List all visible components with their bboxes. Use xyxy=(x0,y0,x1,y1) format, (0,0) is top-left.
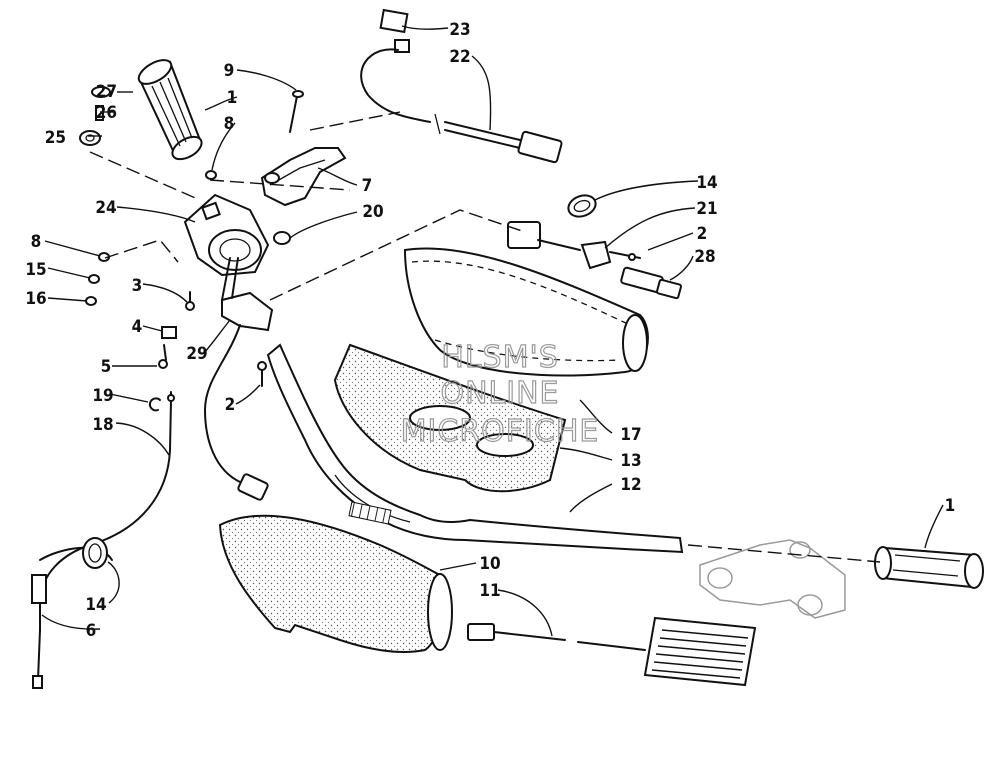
clip-part xyxy=(273,231,291,245)
callout-16: 16 xyxy=(25,289,46,309)
callout-28: 28 xyxy=(694,247,715,267)
cable-clamp-right-part xyxy=(567,194,597,218)
callout-11: 11 xyxy=(479,581,500,601)
screw-near-switch-part xyxy=(257,361,267,387)
callout-1-right: 1 xyxy=(945,496,956,516)
callout-27: 27 xyxy=(96,82,117,102)
callout-15: 15 xyxy=(25,260,46,280)
cap-screw-washer-parts xyxy=(79,86,111,146)
callout-4: 4 xyxy=(132,317,143,337)
callout-24: 24 xyxy=(95,198,116,218)
callout-20: 20 xyxy=(362,202,383,222)
callout-21: 21 xyxy=(696,199,717,219)
handlebar-pad-part xyxy=(403,247,649,377)
callout-labels: 27 26 25 1 9 8 7 20 24 8 15 16 3 4 5 29 … xyxy=(25,20,955,641)
watermark-line-1: HLSM'S xyxy=(441,340,559,375)
handlebar-part xyxy=(266,343,684,554)
washers-left-parts xyxy=(85,170,217,306)
callout-13: 13 xyxy=(620,451,641,471)
screw-clip-parts xyxy=(158,291,195,369)
bolt-part xyxy=(289,90,304,133)
callout-26: 26 xyxy=(96,103,117,123)
throttle-lever-part xyxy=(260,147,347,207)
callout-12: 12 xyxy=(620,475,641,495)
watermark: HLSM'S ONLINE MICROFICHE xyxy=(400,339,600,449)
ghost-control-housing xyxy=(699,539,846,619)
callout-22: 22 xyxy=(449,47,470,67)
left-grip-part xyxy=(137,59,203,161)
watermark-line-2: ONLINE xyxy=(440,376,559,411)
lower-pad-part xyxy=(218,514,453,653)
callout-23: 23 xyxy=(449,20,470,40)
throttle-housing-part xyxy=(183,193,270,277)
callout-19: 19 xyxy=(92,386,113,406)
cable-clamp-left-part xyxy=(82,537,108,569)
callout-3: 3 xyxy=(132,276,143,296)
callout-25: 25 xyxy=(45,128,66,148)
callout-5: 5 xyxy=(101,357,112,377)
callout-18: 18 xyxy=(92,415,113,435)
callout-2-left: 2 xyxy=(225,395,236,415)
callout-10: 10 xyxy=(479,554,500,574)
right-grip-part xyxy=(874,546,984,589)
heater-element-part xyxy=(467,616,757,687)
callout-6: 6 xyxy=(86,621,97,641)
callout-2-right: 2 xyxy=(697,224,708,244)
callout-8-top: 8 xyxy=(224,114,235,134)
callout-1-left: 1 xyxy=(227,88,238,108)
callout-7: 7 xyxy=(362,176,373,196)
construction-lines xyxy=(89,111,881,563)
e-clip-part xyxy=(148,397,161,412)
callout-9: 9 xyxy=(224,61,235,81)
callout-14-left: 14 xyxy=(85,595,106,615)
callout-17: 17 xyxy=(620,425,641,445)
callout-14-right: 14 xyxy=(696,173,717,193)
callout-8-left: 8 xyxy=(31,232,42,252)
leader-lines xyxy=(41,25,944,637)
switch-part xyxy=(204,257,274,501)
pad-holder-part xyxy=(333,343,567,493)
watermark-line-3: MICROFICHE xyxy=(401,414,600,449)
callout-29: 29 xyxy=(186,344,207,364)
heater-wire-part xyxy=(360,8,563,164)
